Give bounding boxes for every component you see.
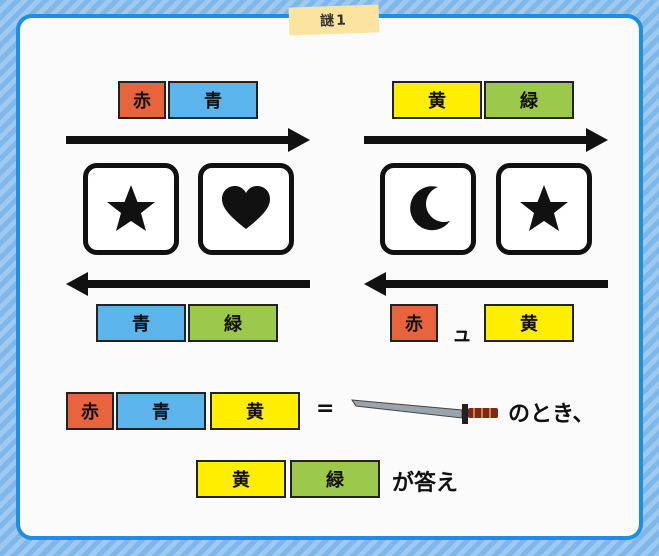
moon-icon xyxy=(410,186,450,231)
answer-text: が答え xyxy=(392,471,459,496)
chip-blue: 青 xyxy=(168,81,258,119)
chip-green: 緑 xyxy=(290,460,380,498)
heart-icon xyxy=(222,186,270,229)
chip-yellow: 黄 xyxy=(392,81,482,119)
right-arrow-icon xyxy=(364,128,608,152)
condition-text: のとき、 xyxy=(508,402,595,427)
chip-red: 赤 xyxy=(118,81,166,119)
star-icon xyxy=(107,185,155,231)
chip-green: 緑 xyxy=(484,81,574,119)
katana-icon xyxy=(351,399,498,424)
left-arrow-icon xyxy=(66,272,310,296)
tile-star xyxy=(83,163,179,255)
small-char: ュ xyxy=(452,322,472,346)
chip-blue: 青 xyxy=(116,392,206,430)
chip-yellow: 黄 xyxy=(196,460,286,498)
tile-moon xyxy=(380,163,476,255)
tile-heart xyxy=(198,163,294,255)
right-arrow-icon xyxy=(66,128,310,152)
chip-yellow: 黄 xyxy=(210,392,300,430)
chip-red: 赤 xyxy=(66,392,114,430)
chip-red: 赤 xyxy=(390,304,438,342)
tile-star xyxy=(496,163,592,255)
puzzle-title-tag: 謎1 xyxy=(288,4,380,36)
equals-sign: = xyxy=(316,396,335,421)
chip-green: 緑 xyxy=(188,304,278,342)
chip-blue: 青 xyxy=(96,304,186,342)
chip-yellow: 黄 xyxy=(484,304,574,342)
star-icon xyxy=(520,185,568,231)
left-arrow-icon xyxy=(364,272,608,296)
